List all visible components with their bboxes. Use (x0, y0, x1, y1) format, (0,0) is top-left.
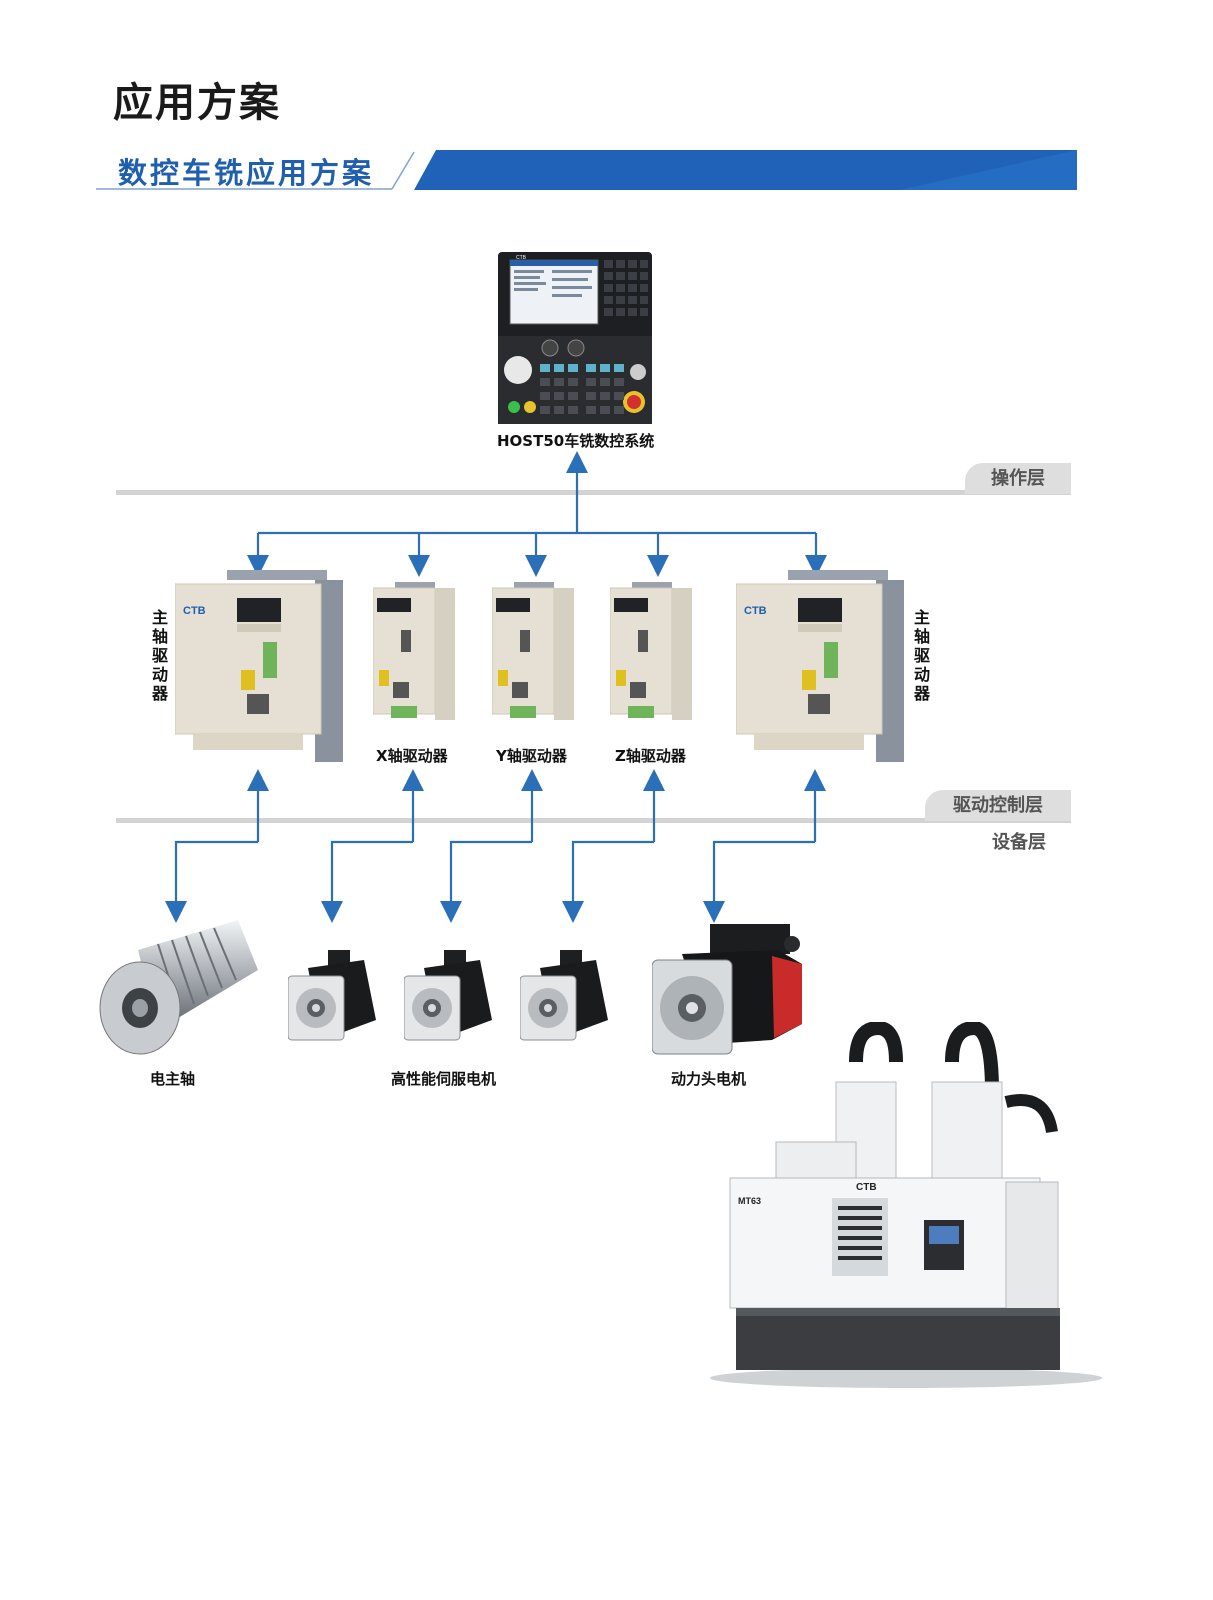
spindle-driver-right-image: CTB (736, 570, 904, 762)
arrow-to-servo-1 (321, 840, 413, 923)
spindle-driver-left-label: 主轴驱动器 (151, 608, 168, 703)
servo-motor-2-image (404, 950, 492, 1041)
section-header-banner (96, 150, 1077, 190)
servo-motor-1-image (288, 950, 376, 1041)
cnc-label: HOST50车铣数控系统 (497, 432, 655, 450)
page-title: 应用方案 (113, 80, 281, 126)
spindle-driver-left-image: CTB (175, 570, 343, 762)
cnc-brand-mark: CTB (516, 255, 527, 261)
power-head-motor-label: 动力头电机 (671, 1070, 747, 1088)
y-driver-image (492, 582, 574, 720)
spindle-driver-left-brand: CTB (183, 605, 206, 617)
device-layer-label: 设备层 (992, 832, 1046, 853)
servo-motor-label: 高性能伺服电机 (391, 1070, 497, 1088)
section-header-bar (414, 150, 1077, 190)
section-title: 数控车铣应用方案 (118, 156, 375, 190)
emergency-stop-icon (627, 395, 641, 409)
z-driver-label: Z轴驱动器 (615, 747, 686, 765)
drive-control-layer-tab: 驱动控制层 (925, 790, 1071, 821)
arrow-to-servo-3 (562, 840, 654, 923)
y-driver-label: Y轴驱动器 (496, 747, 567, 765)
electric-spindle-label: 电主轴 (150, 1070, 196, 1088)
arrow-to-power-head-motor (703, 840, 815, 923)
electric-spindle-image (99, 920, 258, 1055)
cnc-controller-image: CTB (498, 252, 652, 424)
spindle-driver-right-label: 主轴驱动器 (913, 608, 930, 703)
machine-tool-image: CTB MT63 (710, 1022, 1102, 1388)
machine-brand-mark: CTB (856, 1182, 877, 1193)
power-head-motor-image (652, 924, 802, 1055)
handwheel-icon (504, 356, 532, 384)
drive-control-layer-line (116, 818, 1071, 823)
x-driver-label: X轴驱动器 (376, 747, 448, 765)
arrow-to-servo-2 (440, 840, 532, 923)
spindle-driver-right-brand: CTB (744, 605, 767, 617)
operation-layer-tab: 操作层 (965, 463, 1071, 494)
arrow-to-electric-spindle (165, 840, 258, 923)
operation-layer-line (116, 490, 1071, 495)
servo-motor-3-image (520, 950, 608, 1041)
machine-model-mark: MT63 (738, 1196, 761, 1206)
x-driver-image (373, 582, 455, 720)
z-driver-image (610, 582, 692, 720)
